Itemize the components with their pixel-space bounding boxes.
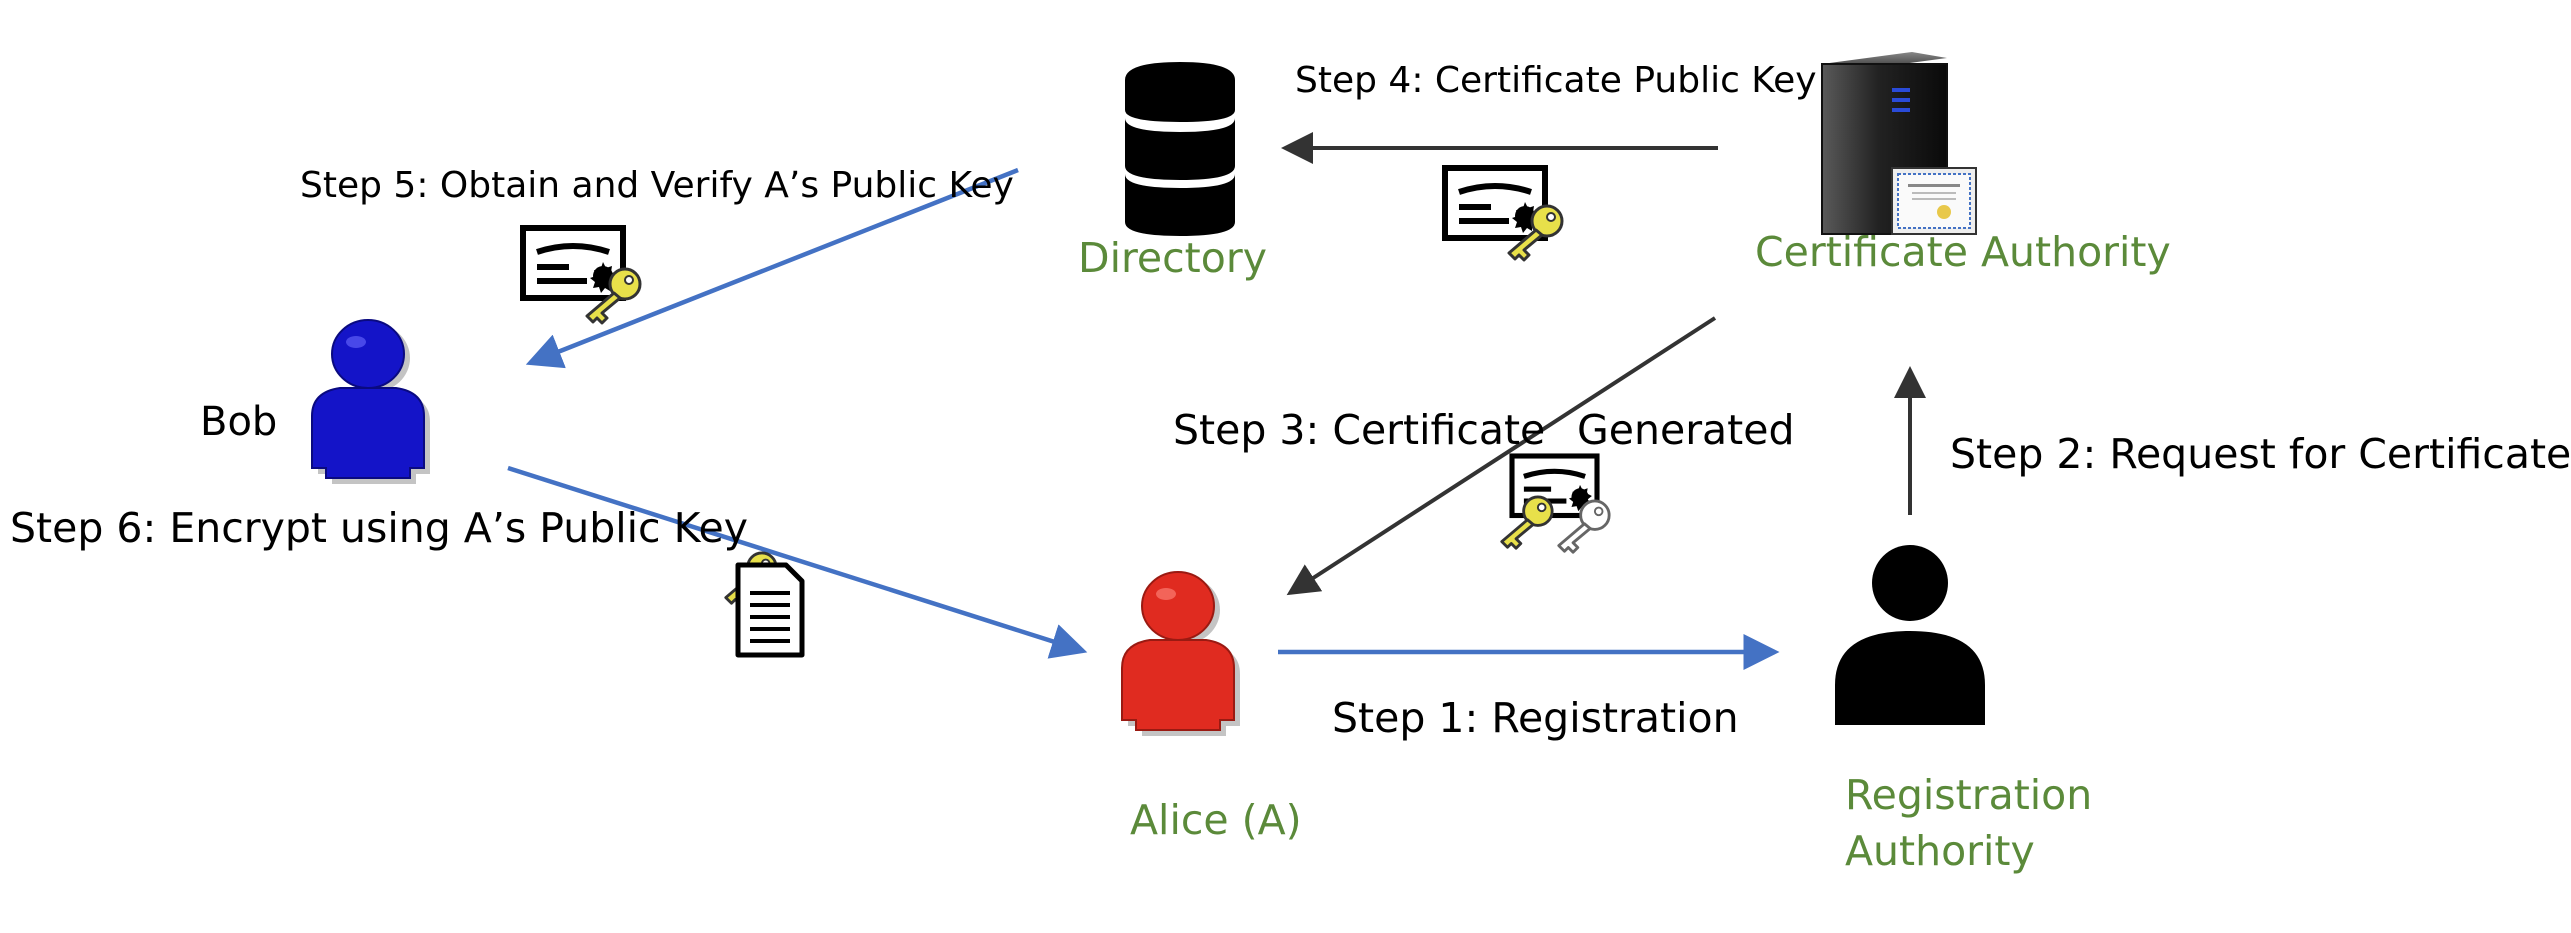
database-icon: [1125, 62, 1235, 236]
person-icon: [1835, 545, 1985, 725]
step6-label: Step 6: Encrypt using A’s Public Key: [10, 504, 748, 552]
step4-label: Step 4: Certificate Public Key: [1295, 60, 1817, 101]
certificate-authority-label: Certificate Authority: [1755, 228, 2171, 276]
key-icon: [1500, 495, 1554, 550]
person-icon: [1121, 571, 1240, 736]
alice-label: Alice (A): [1130, 796, 1302, 844]
directory-label: Directory: [1078, 234, 1267, 282]
step3-label: Step 3: Certificate: [1173, 406, 1546, 454]
arrow-step5: [525, 167, 1019, 369]
document-icon: [735, 562, 805, 658]
certificate-icon: [523, 228, 623, 298]
registration-authority-label-line2: Authority: [1845, 827, 2035, 875]
person-icon: [311, 319, 430, 484]
arrow-step6: [507, 465, 1088, 659]
step2-label: Step 2: Request for Certificate: [1950, 430, 2571, 478]
bob-label: Bob: [200, 399, 278, 445]
step5-label: Step 5: Obtain and Verify A’s Public Key: [300, 165, 1014, 206]
registration-authority-label-line1: Registration: [1845, 771, 2093, 819]
certificate-icon: [1891, 167, 1977, 235]
arrow-step3: [1286, 316, 1717, 596]
step3-generated-label: Generated: [1577, 406, 1795, 454]
step1-label: Step 1: Registration: [1332, 694, 1739, 742]
certificate-icon: [1445, 168, 1545, 238]
